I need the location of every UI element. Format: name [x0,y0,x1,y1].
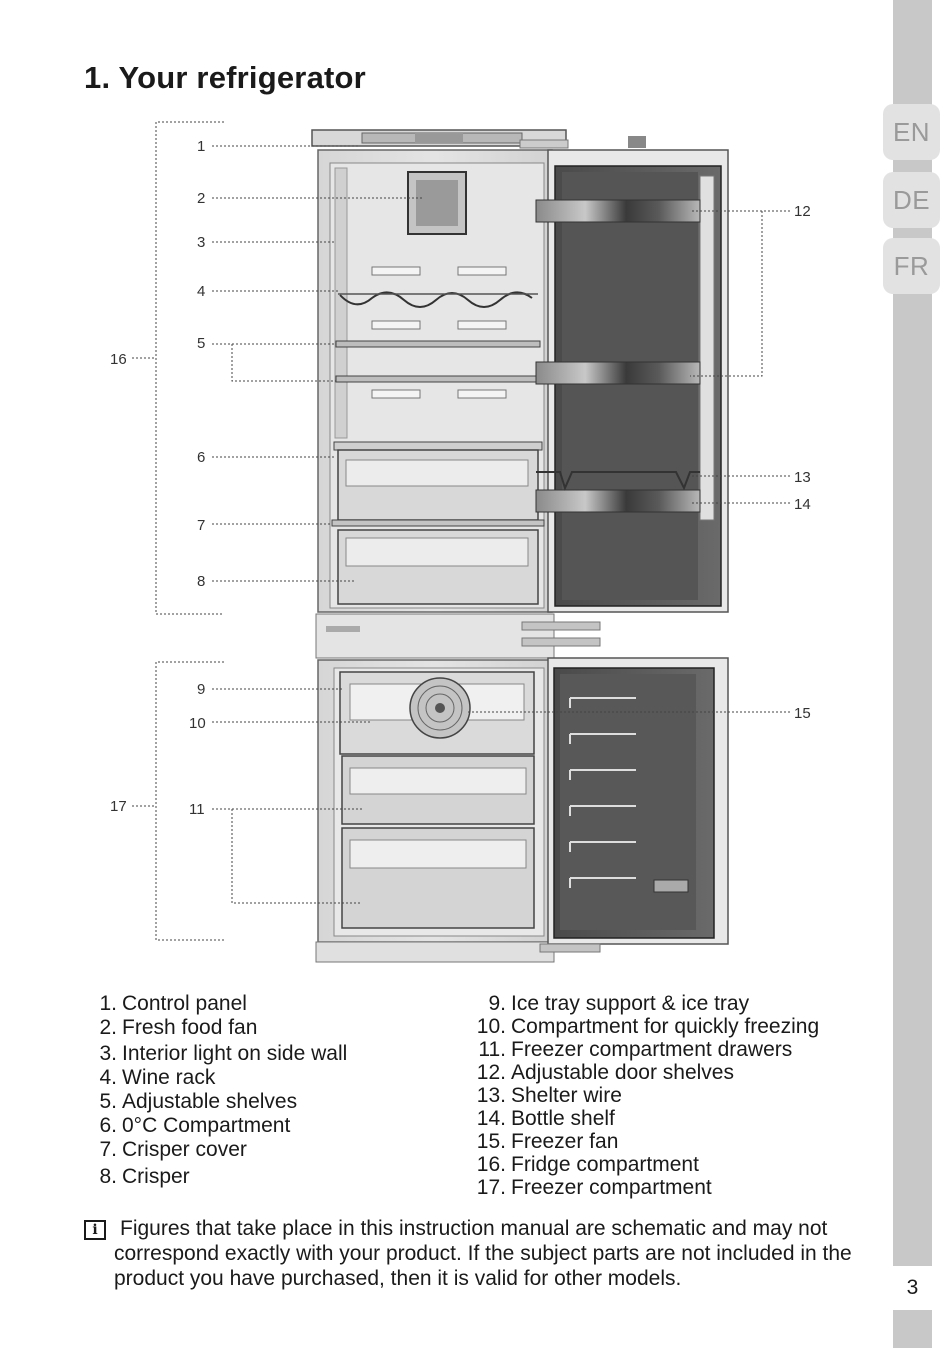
legend-number: 6. [99,1114,117,1137]
callout-4: 4 [197,283,205,300]
callout-16: 16 [110,351,127,368]
legend-number: 16. [476,1153,506,1176]
callout-labels: 1 2 3 4 5 6 7 8 9 10 11 12 13 14 15 16 1… [110,138,811,818]
language-tab-de[interactable]: DE [883,172,940,228]
legend-number: 12. [476,1061,506,1084]
callout-12: 12 [794,203,811,220]
legend-item: 10.Compartment for quickly freezing [473,1015,819,1038]
callout-14: 14 [794,496,811,513]
legend-label: Freezer compartment drawers [511,1038,793,1061]
legend-number: 3. [99,1042,117,1065]
legend-left: 1.Control panel 2.Fresh food fan 3.Inter… [96,992,347,1189]
callout-5: 5 [197,335,205,352]
legend-number: 2. [99,1016,117,1039]
legend-item: 14.Bottle shelf [473,1107,819,1130]
legend-item: 9.Ice tray support & ice tray [473,992,819,1015]
legend-number: 15. [476,1130,506,1153]
callout-6: 6 [197,449,205,466]
legend-label: Bottle shelf [511,1107,615,1130]
legend-label: Ice tray support & ice tray [511,992,750,1015]
legend-label: Freezer compartment [511,1176,712,1199]
legend-item: 11.Freezer compartment drawers [473,1038,819,1061]
legend-item: 13.Shelter wire [473,1084,819,1107]
refrigerator-diagram: 1 2 3 4 5 6 7 8 9 10 11 12 13 14 15 16 1… [110,121,811,963]
legend-label: Crisper [122,1165,190,1188]
freezer-door [539,657,729,953]
legend-label: Fridge compartment [511,1153,699,1176]
language-tab-fr[interactable]: FR [883,238,940,294]
note: i Figures that take place in this instru… [84,1216,874,1291]
callout-11: 11 [189,801,205,818]
legend-item: 4.Wine rack [96,1066,347,1090]
callout-13: 13 [794,469,811,486]
legend-item: 3.Interior light on side wall [96,1042,347,1066]
callout-8: 8 [197,573,205,590]
legend-number: 10. [476,1015,506,1038]
freezer-body [315,659,555,963]
callout-9: 9 [197,681,205,698]
legend-item: 2.Fresh food fan [96,1016,347,1040]
callout-2: 2 [197,190,205,207]
legend-number: 11. [478,1038,506,1061]
legend-number: 17. [476,1176,506,1199]
legend-number: 1. [99,992,117,1015]
legend-item: 6.0°C Compartment [96,1114,347,1138]
callout-3: 3 [197,234,205,251]
legend-right: 9.Ice tray support & ice tray 10.Compart… [473,992,819,1199]
info-icon: i [84,1220,106,1240]
legend-number: 7. [99,1138,117,1161]
legend-item: 12.Adjustable door shelves [473,1061,819,1084]
language-tab-en[interactable]: EN [883,104,940,160]
callout-15: 15 [794,705,811,722]
legend-label: Adjustable shelves [122,1090,298,1113]
callout-7: 7 [197,517,205,534]
callout-1: 1 [197,138,205,155]
fridge-body [311,129,567,613]
legend-label: Wine rack [122,1066,216,1089]
page-number: 3 [906,1276,919,1299]
legend-label: Crisper cover [122,1138,247,1161]
legend-number: 4. [99,1066,117,1089]
page-title: 1. Your refrigerator [84,60,366,95]
legend-item: 16.Fridge compartment [473,1153,819,1176]
legend-number: 14. [476,1107,506,1130]
legend-item: 7.Crisper cover [96,1138,347,1162]
fridge-door [519,136,729,613]
legend-item: 1.Control panel [96,992,347,1016]
note-text: Figures that take place in this instruct… [114,1217,852,1290]
legend-item: 5.Adjustable shelves [96,1090,347,1114]
legend-number: 13. [476,1084,506,1107]
legend-label: Control panel [122,992,247,1015]
legend-label: Shelter wire [511,1084,622,1107]
middle-divider [315,613,601,659]
legend-item: 17.Freezer compartment [473,1176,819,1199]
legend-item: 15.Freezer fan [473,1130,819,1153]
legend-number: 5. [99,1090,117,1113]
legend-item: 8.Crisper [96,1165,347,1189]
leader-lines [132,121,790,941]
legend-label: Adjustable door shelves [511,1061,734,1084]
legend-number: 9. [488,992,506,1015]
callout-10: 10 [189,715,206,732]
legend-number: 8. [99,1165,117,1188]
callout-17: 17 [110,798,127,815]
legend-label: Interior light on side wall [122,1042,348,1065]
legend-label: 0°C Compartment [122,1114,291,1137]
legend-label: Compartment for quickly freezing [511,1015,820,1038]
legend-label: Freezer fan [511,1130,619,1153]
legend-label: Fresh food fan [122,1016,258,1039]
